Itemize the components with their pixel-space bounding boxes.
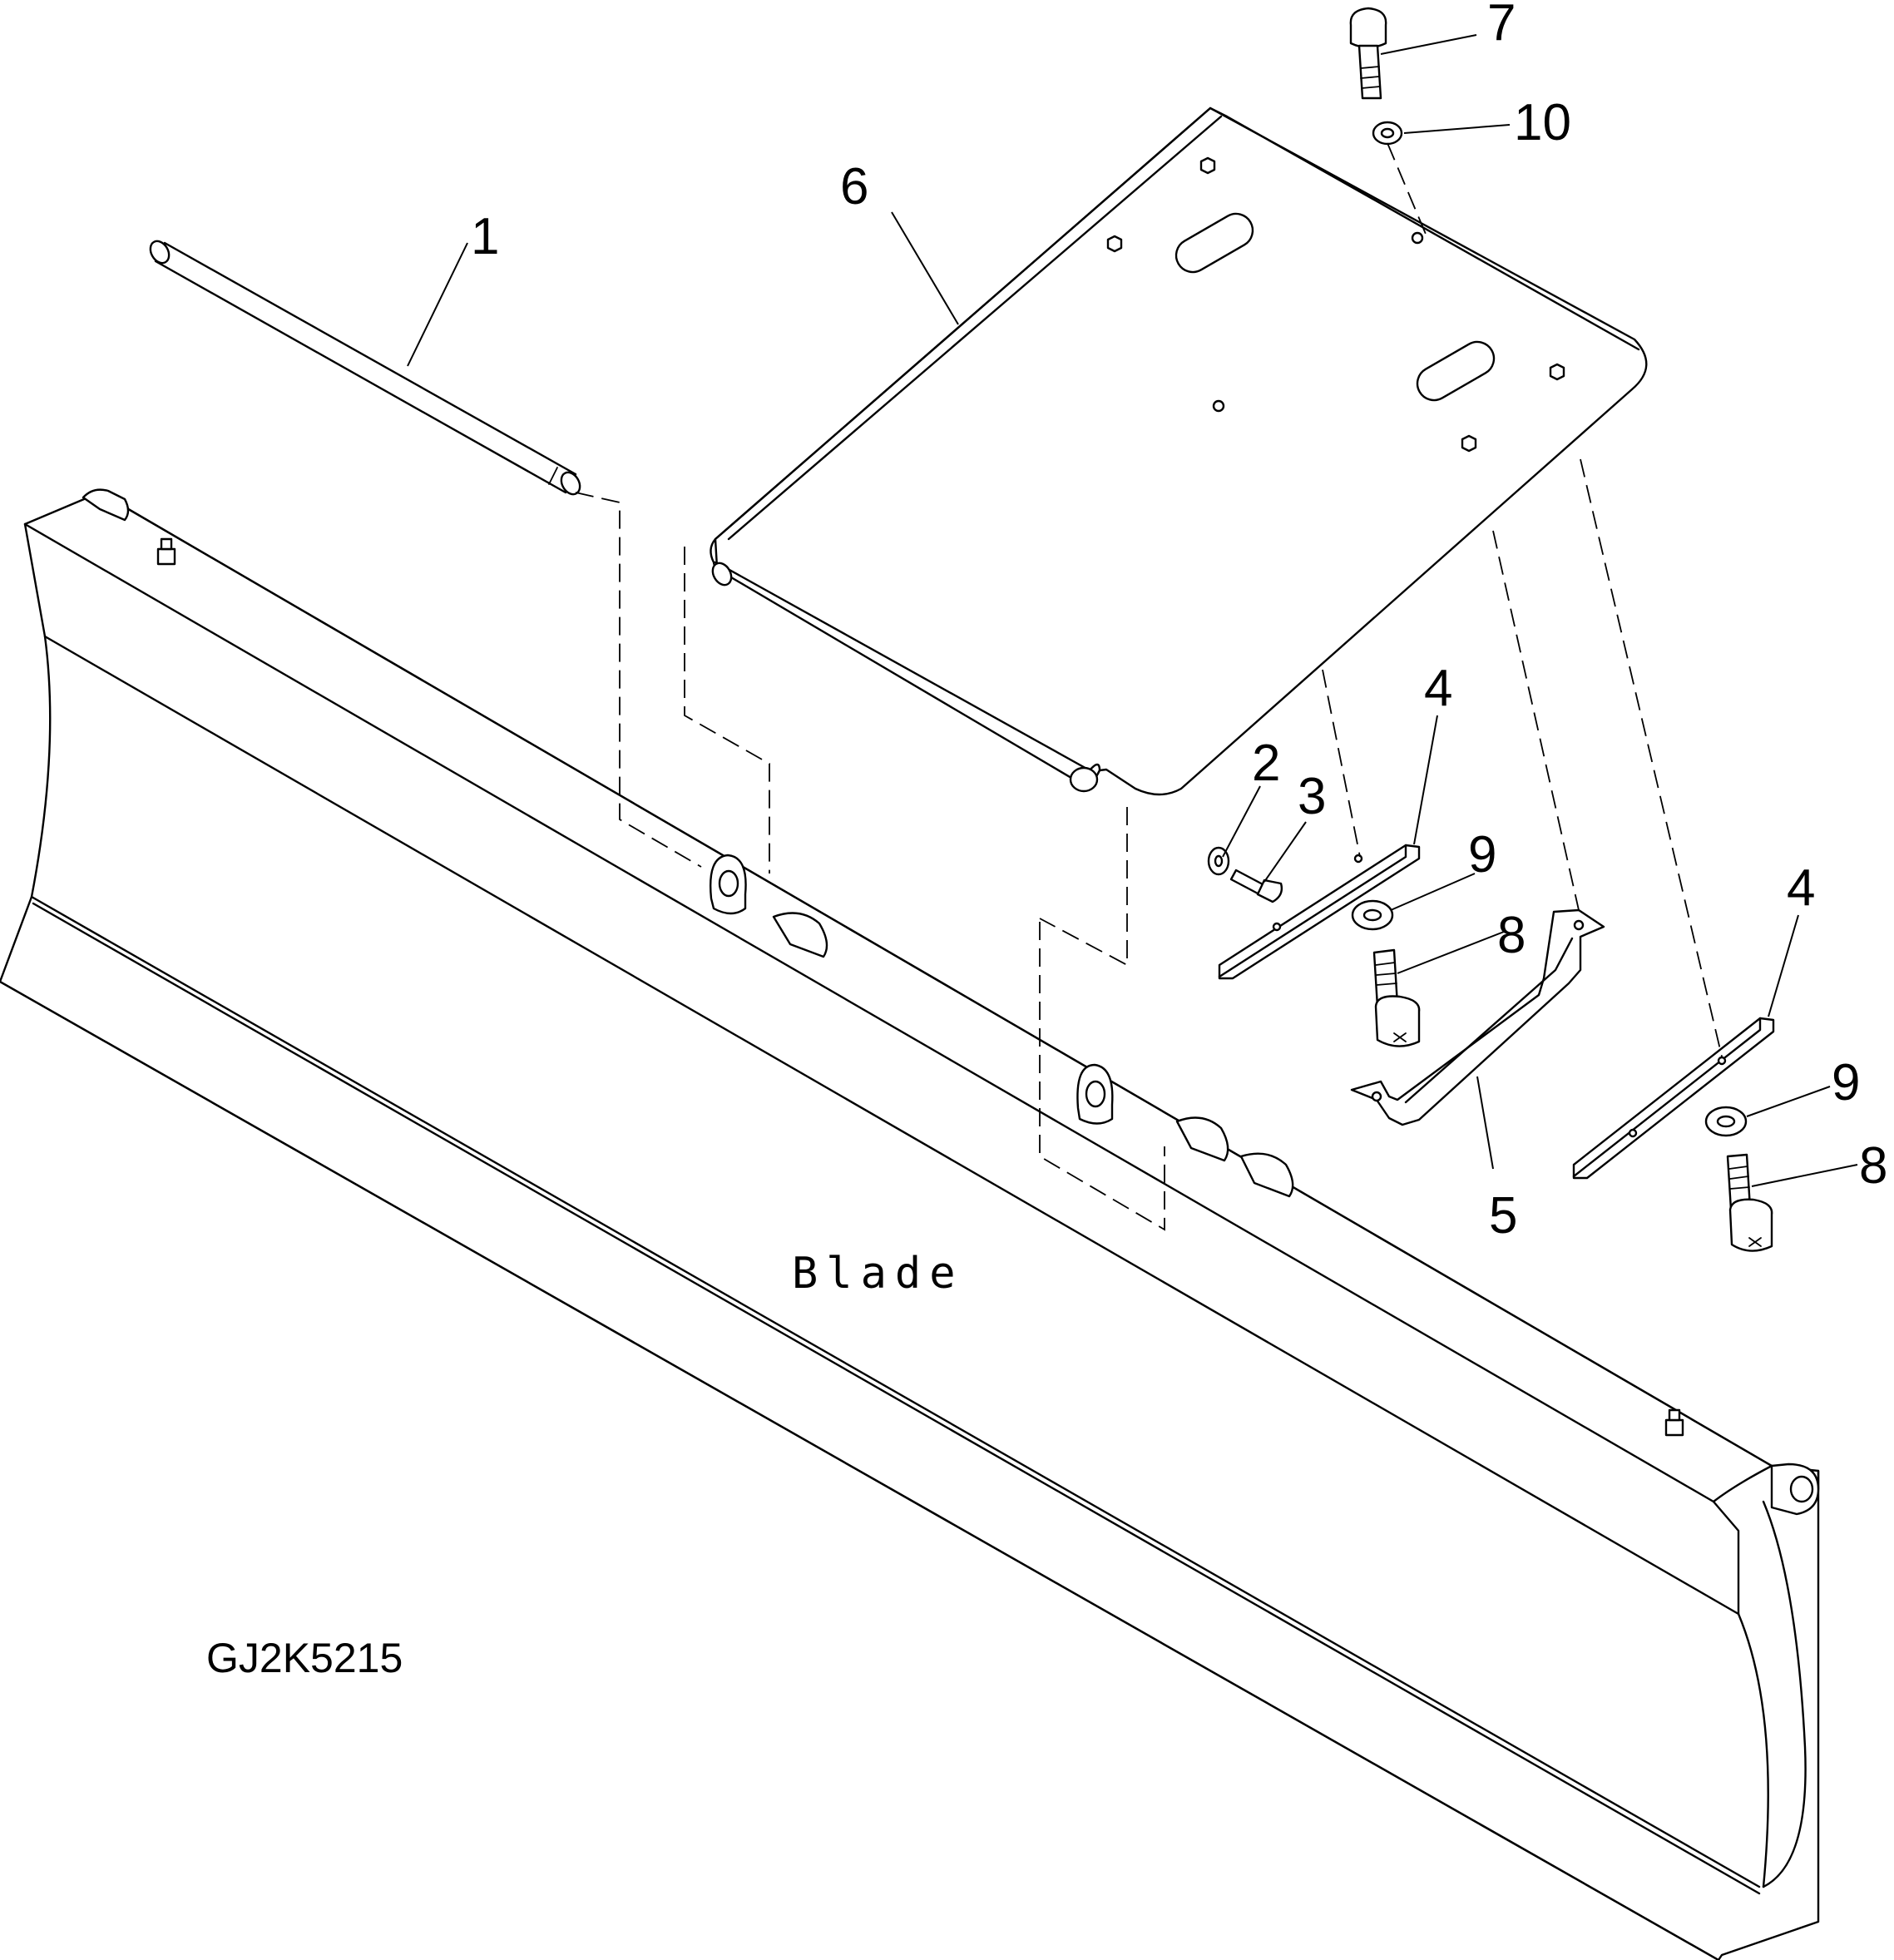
callout-9-upper: 9: [1468, 826, 1496, 883]
blade-top-bolt-right: [1664, 1408, 1684, 1437]
figure-id: GJ2K5215: [206, 1635, 403, 1681]
callout-2: 2: [1252, 735, 1280, 792]
blade-pivot-lug-right: [1076, 1063, 1294, 1198]
cap-screw-part-8-upper: [1372, 948, 1421, 1047]
leader-lines: [407, 34, 1858, 1187]
washer-part-10: [1372, 121, 1403, 146]
blade: [0, 488, 1820, 1960]
bolt-part-7: [1349, 7, 1387, 100]
pin-part-1: [149, 240, 581, 496]
mounting-plate-part-6: [710, 106, 1648, 796]
callout-6: 6: [840, 158, 868, 215]
blade-label: Blade: [792, 1249, 964, 1299]
assembly-lines: [575, 142, 1723, 1231]
callout-10: 10: [1514, 94, 1571, 151]
callout-4-upper: 4: [1424, 660, 1452, 717]
plate-nut: [1106, 235, 1123, 253]
blade-top-bolt-left: [156, 537, 176, 566]
callout-1: 1: [471, 208, 499, 265]
callout-5: 5: [1489, 1187, 1517, 1245]
washer-part-9-lower: [1704, 1106, 1748, 1137]
bracket-part-5: [1350, 908, 1605, 1126]
callout-8-lower: 8: [1859, 1137, 1887, 1195]
callout-4-lower: 4: [1787, 859, 1815, 917]
callout-9-lower: 9: [1832, 1054, 1860, 1111]
blade-end-lug-left: [82, 488, 130, 522]
plate-nut: [1199, 156, 1216, 175]
cap-screw-part-8-lower: [1726, 1153, 1773, 1252]
blade-face: [0, 491, 1820, 1960]
washer-part-9-upper: [1351, 899, 1394, 931]
callout-labels: 1 6 7 10 2 3 4 9 8 5 4 9 8: [471, 0, 1887, 1245]
callout-8-upper: 8: [1497, 907, 1526, 964]
strip-part-4-upper: [1218, 844, 1421, 980]
screw-part-3: [1229, 869, 1283, 903]
strip-part-4-lower: [1572, 1017, 1775, 1180]
plate-nut: [1461, 434, 1477, 453]
callout-3: 3: [1298, 768, 1326, 825]
plate-nut: [1549, 363, 1565, 381]
blade-pivot-lug-left: [710, 854, 828, 958]
callout-7: 7: [1487, 0, 1516, 52]
